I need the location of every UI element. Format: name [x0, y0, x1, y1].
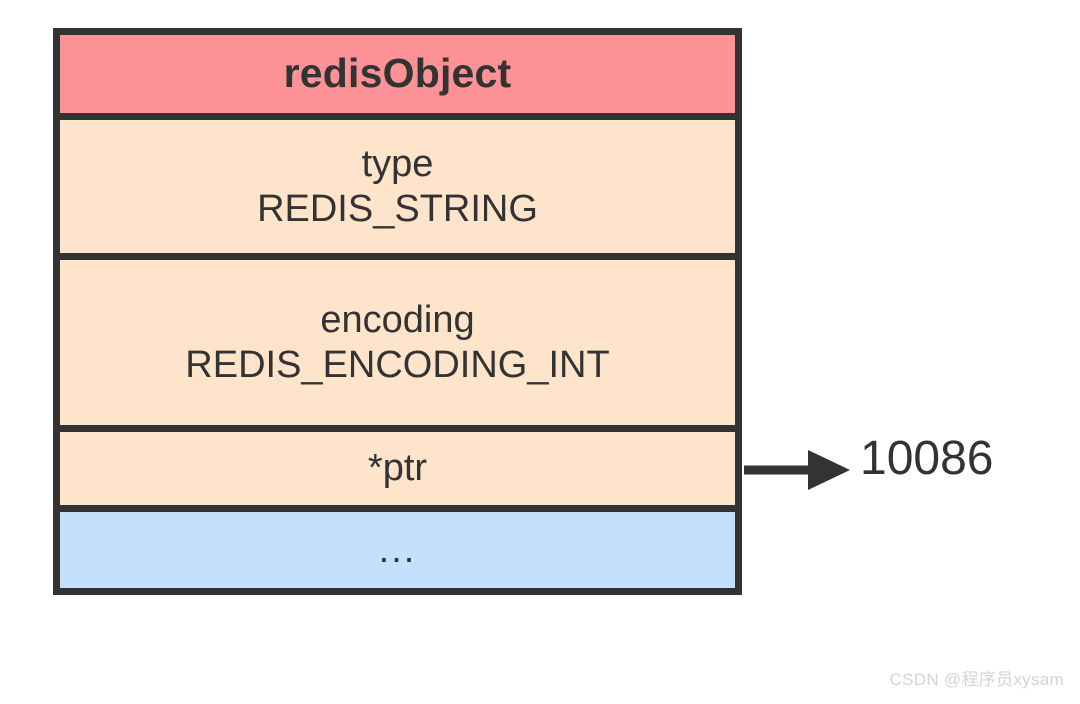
struct-row-encoding: encoding REDIS_ENCODING_INT: [60, 260, 735, 432]
struct-row-ptr: *ptr: [60, 432, 735, 512]
struct-title-text: redisObject: [283, 50, 512, 97]
redis-object-struct-box: redisObject type REDIS_STRING encoding R…: [53, 28, 742, 595]
ptr-pointer-group: 10086: [742, 432, 1042, 500]
encoding-field-name: encoding: [320, 298, 475, 341]
type-field-value: REDIS_STRING: [257, 187, 538, 230]
csdn-watermark: CSDN @程序员xysam: [889, 670, 1064, 689]
type-field-name: type: [361, 142, 434, 185]
struct-row-ellipsis: ...: [60, 512, 735, 588]
encoding-field-lines: encoding REDIS_ENCODING_INT: [185, 299, 609, 386]
struct-header-redisobject: redisObject: [60, 35, 735, 120]
ptr-field-name: *ptr: [367, 447, 428, 490]
right-arrow-icon: [744, 450, 850, 490]
encoding-field-value: REDIS_ENCODING_INT: [185, 343, 610, 386]
pointer-target-value: 10086: [860, 432, 994, 485]
type-field-lines: type REDIS_STRING: [257, 143, 538, 230]
struct-row-type: type REDIS_STRING: [60, 120, 735, 260]
ellipsis-text: ...: [378, 528, 417, 571]
